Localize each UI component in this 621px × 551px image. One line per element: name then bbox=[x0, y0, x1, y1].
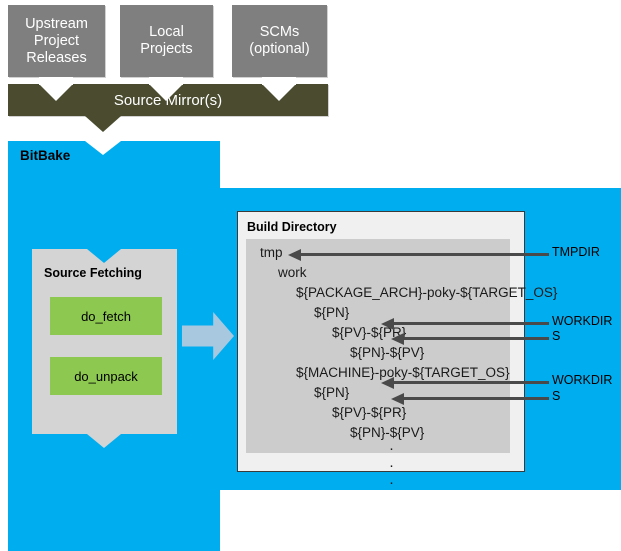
notch-gap-local bbox=[149, 77, 183, 85]
tree-line: ${PN}-${PV} bbox=[350, 425, 425, 440]
tree-line: ${PN} bbox=[314, 385, 350, 400]
notch-gap-upstream bbox=[39, 77, 73, 85]
task-do-fetch-label: do_fetch bbox=[81, 308, 131, 324]
notch-arrow-scms-icon bbox=[262, 84, 296, 101]
tree-line: ${PN}-${PV} bbox=[350, 345, 425, 360]
annotation-line-s-2 bbox=[404, 397, 549, 400]
bitbake-inflow-notch-icon bbox=[85, 141, 121, 155]
source-box-scms-optional: SCMs(optional) bbox=[232, 5, 327, 77]
notch-arrow-upstream-icon bbox=[39, 84, 73, 101]
tree-ellipsis-dot: · bbox=[389, 457, 394, 474]
bitbake-label: BitBake bbox=[20, 148, 71, 163]
annotation-label-workdir-2: WORKDIR bbox=[552, 373, 613, 387]
notch-gap-scms bbox=[262, 77, 296, 85]
source-fetching-panel: Source Fetching do_fetch do_unpack bbox=[32, 249, 177, 434]
directory-tree-panel: tmp work ${PACKAGE_ARCH}-poky-${TARGET_OS}… bbox=[246, 239, 557, 490]
annotation-arrowhead-s-1-icon bbox=[391, 333, 404, 345]
task-do-unpack-label: do_unpack bbox=[74, 368, 138, 384]
annotation-label-tmpdir: TMPDIR bbox=[552, 245, 600, 259]
build-directory-panel: Build Directory tmp work ${PACKAGE_ARCH}-p… bbox=[237, 211, 557, 490]
annotation-label-s-2: S bbox=[552, 389, 561, 403]
annotation-arrowhead-s-2-icon bbox=[391, 393, 404, 405]
tree-ellipsis-dot: · bbox=[389, 440, 394, 457]
tree-line: ${PN} bbox=[314, 305, 350, 320]
annotation-arrowhead-tmpdir-icon bbox=[288, 249, 301, 261]
task-do-unpack[interactable]: do_unpack bbox=[50, 357, 162, 395]
tree-line: ${MACHINE}-poky-${TARGET_OS} bbox=[296, 365, 510, 380]
tree-line: tmp bbox=[260, 245, 283, 260]
tree-line: ${PACKAGE_ARCH}-poky-${TARGET_OS} bbox=[296, 285, 558, 300]
source-fetching-bottom-notch-icon bbox=[87, 434, 121, 448]
task-do-fetch[interactable]: do_fetch bbox=[50, 297, 162, 335]
notch-arrow-local-icon bbox=[149, 84, 183, 101]
tree-ellipsis-dot: · bbox=[389, 474, 394, 491]
annotation-label-s-1: S bbox=[552, 329, 561, 343]
build-directory-title: Build Directory bbox=[247, 220, 337, 234]
tree-line: work bbox=[278, 265, 307, 280]
annotation-line-workdir-2 bbox=[394, 381, 549, 384]
tree-line: ${PV}-${PR} bbox=[332, 405, 407, 420]
source-fetching-title: Source Fetching bbox=[44, 266, 142, 280]
annotation-line-s-1 bbox=[404, 337, 549, 340]
mirror-down-arrow-icon bbox=[85, 116, 121, 132]
source-box-label: SCMs(optional) bbox=[249, 24, 310, 57]
annotation-arrowhead-workdir-1-icon bbox=[381, 318, 394, 330]
annotation-label-workdir-1: WORKDIR bbox=[552, 314, 613, 328]
source-fetching-top-notch-icon bbox=[87, 249, 121, 263]
annotation-line-workdir-1 bbox=[394, 322, 549, 325]
annotation-line-tmpdir bbox=[301, 253, 549, 256]
annotation-arrowhead-workdir-2-icon bbox=[381, 377, 394, 389]
